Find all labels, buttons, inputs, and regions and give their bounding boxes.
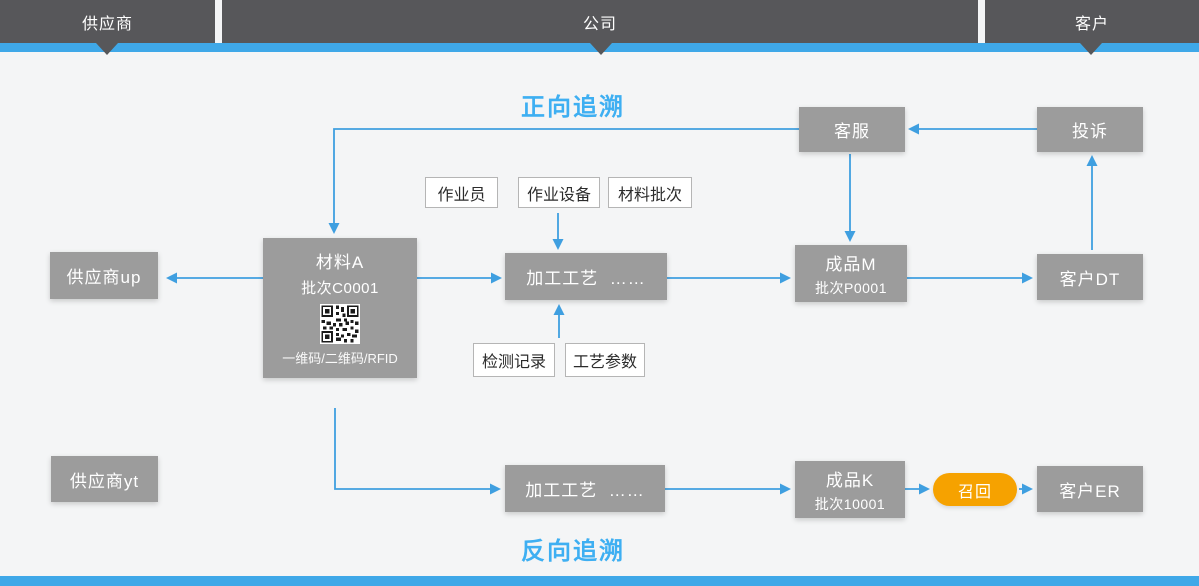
node-material-a-batch: 批次C0001	[301, 280, 379, 297]
lane-company-label: 公司	[582, 15, 617, 33]
tag-process-params-label: 工艺参数	[572, 354, 637, 371]
tag-equipment: 作业设备	[518, 177, 600, 208]
arrow-material-to-process-backward	[334, 408, 501, 495]
lane-customer: 客户	[985, 0, 1199, 43]
node-supplier-yt-label: 供应商yt	[69, 471, 140, 491]
node-customer-er-label: 客户ER	[1059, 481, 1121, 501]
node-product-m-batch: 批次P0001	[815, 279, 887, 296]
node-material-a: 材料A 批次C0001 一维码/二维码/RFID	[263, 238, 417, 378]
backward-trace-title: 反向追溯	[521, 538, 625, 565]
node-process-forward: 加工工艺 ……	[505, 253, 667, 300]
lane-supplier-label: 供应商	[81, 15, 133, 33]
lane-pointer-company	[590, 43, 612, 55]
node-product-k-title: 成品K	[825, 470, 875, 490]
node-customer-service: 客服	[799, 107, 905, 152]
node-supplier-yt: 供应商yt	[51, 456, 158, 502]
node-product-m: 成品M 批次P0001	[795, 245, 907, 302]
lane-supplier: 供应商	[0, 0, 215, 43]
node-process-backward-label: 加工工艺 ……	[525, 481, 645, 500]
tag-material-batch-label: 材料批次	[617, 186, 682, 204]
footer-accent-bar	[0, 576, 1199, 586]
tag-equipment-label: 作业设备	[526, 186, 591, 204]
node-customer-dt-label: 客户DT	[1059, 269, 1121, 289]
lane-pointer-supplier	[96, 43, 118, 55]
tag-material-batch: 材料批次	[608, 177, 692, 208]
node-customer-dt: 客户DT	[1037, 254, 1143, 300]
arrow-service-to-material	[328, 128, 799, 234]
node-supplier-up-label: 供应商up	[66, 268, 142, 287]
node-material-a-title: 材料A	[315, 253, 365, 272]
lane-company: 公司	[222, 0, 978, 43]
node-complaint: 投诉	[1037, 107, 1143, 152]
node-complaint-label: 投诉	[1072, 122, 1108, 141]
node-process-backward: 加工工艺 ……	[505, 465, 665, 512]
recall-badge: 召回	[933, 473, 1017, 506]
node-process-forward-label: 加工工艺 ……	[526, 269, 646, 288]
qr-code-icon	[320, 304, 360, 344]
tag-operator-label: 作业员	[437, 186, 486, 204]
lane-pointer-customer	[1080, 43, 1102, 55]
lane-customer-label: 客户	[1074, 15, 1109, 33]
forward-trace-title: 正向追溯	[521, 94, 625, 121]
tag-inspection-record-label: 检测记录	[481, 354, 546, 371]
tag-process-params: 工艺参数	[565, 343, 645, 377]
node-product-m-title: 成品M	[825, 254, 877, 274]
node-product-k: 成品K 批次10001	[795, 461, 905, 518]
tag-inspection-record: 检测记录	[473, 343, 555, 377]
node-material-a-codes-caption: 一维码/二维码/RFID	[282, 351, 398, 366]
recall-badge-label: 召回	[957, 483, 992, 501]
node-customer-service-label: 客服	[834, 122, 870, 141]
node-supplier-up: 供应商up	[50, 252, 158, 299]
tag-operator: 作业员	[425, 177, 498, 208]
node-customer-er: 客户ER	[1037, 466, 1143, 512]
node-product-k-batch: 批次10001	[814, 495, 886, 512]
